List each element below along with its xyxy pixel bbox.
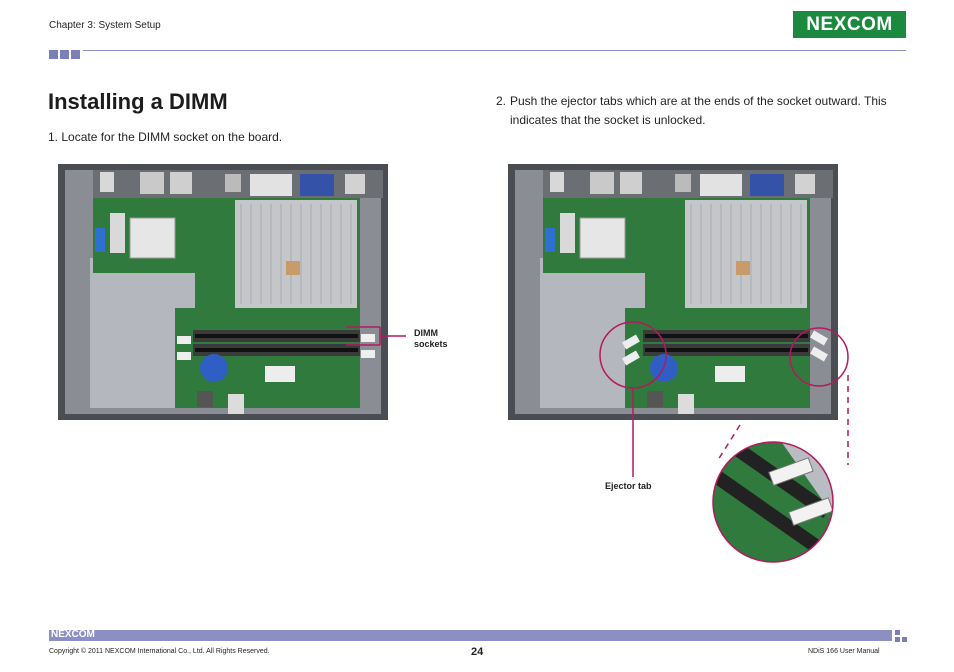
nexcom-logo: NEXCOM [793, 11, 906, 38]
board-photo-right [508, 164, 838, 420]
dimm-callout-bracket [346, 326, 406, 346]
copyright-text: Copyright © 2011 NEXCOM International Co… [49, 648, 270, 655]
dimm-sockets-label: DIMM sockets [414, 328, 448, 350]
step-1-text: Locate for the DIMM socket on the board. [61, 130, 283, 144]
step-2-text: Push the ejector tabs which are at the e… [510, 94, 887, 127]
board-photo-left [58, 164, 388, 420]
header-squares [49, 50, 80, 59]
step-1-number: 1. [48, 130, 59, 144]
page-title: Installing a DIMM [48, 89, 228, 114]
footer-logo: NEXCOM [51, 629, 95, 640]
footer-bar [49, 630, 892, 641]
step-2-number: 2. [496, 94, 507, 108]
page-number: 24 [471, 646, 484, 658]
footer-squares [895, 630, 907, 642]
step-2: 2. Push the ejector tabs which are at th… [496, 92, 906, 130]
ejector-tab-label: Ejector tab [605, 481, 652, 491]
chapter-label: Chapter 3: System Setup [49, 20, 161, 31]
header-rule [83, 50, 906, 51]
dimm-label-line2: sockets [414, 339, 448, 349]
ejector-callout-overlay [599, 321, 849, 563]
dimm-label-line1: DIMM [414, 328, 438, 338]
manual-name: NDiS 166 User Manual [808, 648, 880, 655]
logo-text: NEXCOM [806, 13, 893, 35]
step-1: 1. Locate for the DIMM socket on the boa… [48, 130, 282, 144]
